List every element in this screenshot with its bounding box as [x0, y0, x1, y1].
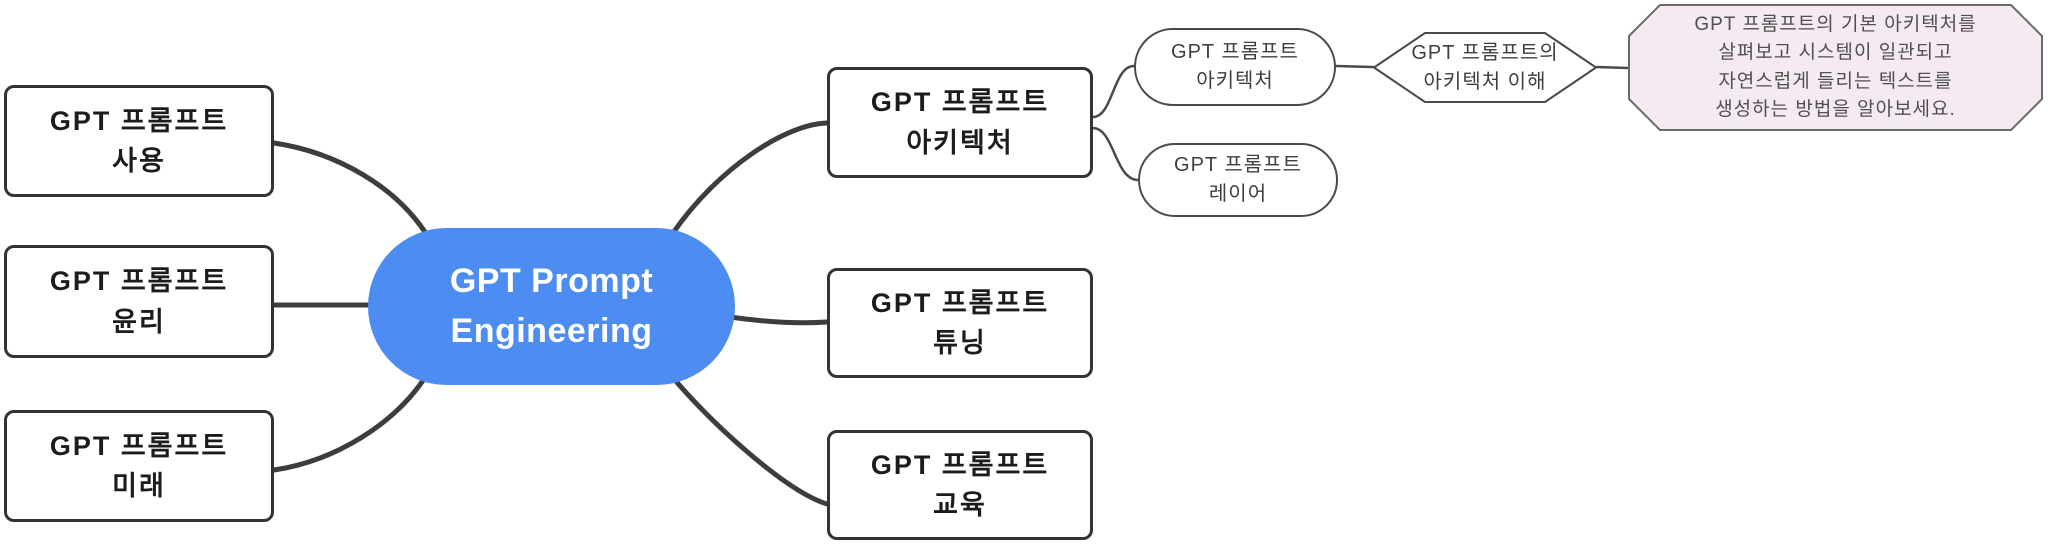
branch-hexagon-to-note	[1595, 65, 1630, 70]
node-gpt-prompt-future[interactable]: GPT 프롬프트 미래	[4, 410, 274, 522]
node-label: GPT 프롬프트 사용	[49, 105, 229, 177]
branch-center-to-education	[671, 376, 830, 507]
node-label: GPT 프롬프트 튜닝	[870, 287, 1050, 359]
node-architecture-understanding[interactable]: GPT 프롬프트의 아키텍처 이해	[1373, 32, 1597, 103]
branch-center-to-tuning	[727, 314, 830, 326]
node-gpt-prompt-tuning[interactable]: GPT 프롬프트 튜닝	[827, 268, 1093, 378]
node-sub-layers[interactable]: GPT 프롬프트 레이어	[1138, 143, 1338, 217]
node-gpt-prompt-education[interactable]: GPT 프롬프트 교육	[827, 430, 1093, 540]
octagon-shape	[1628, 4, 2043, 131]
node-label: GPT 프롬프트의 아키텍처 이해	[1411, 41, 1559, 93]
branch-center-to-usage	[271, 140, 433, 243]
node-label: GPT 프롬프트의 기본 아키텍처를 살펴보고 시스템이 일관되고 자연스럽게 …	[1694, 14, 1977, 120]
branch-architecture-to-layers	[1091, 126, 1140, 182]
hexagon-shape	[1373, 32, 1597, 103]
node-sub-architecture[interactable]: GPT 프롬프트 아키텍처	[1134, 28, 1336, 106]
branch-architecture-to-sub-architecture	[1091, 64, 1136, 119]
node-gpt-prompt-ethics[interactable]: GPT 프롬프트 윤리	[4, 245, 274, 358]
node-label: GPT 프롬프트 윤리	[49, 266, 229, 337]
node-gpt-prompt-usage[interactable]: GPT 프롬프트 사용	[4, 85, 274, 197]
root-label: GPT Prompt Engineering	[449, 262, 654, 350]
node-label: GPT 프롬프트 아키텍처	[1171, 41, 1299, 92]
node-label: GPT 프롬프트 미래	[49, 430, 229, 502]
node-label: GPT 프롬프트 교육	[870, 449, 1050, 521]
node-root-gpt-prompt-engineering[interactable]: GPT Prompt Engineering	[368, 228, 735, 385]
node-label: GPT 프롬프트 레이어	[1174, 154, 1302, 205]
branch-center-to-future	[271, 370, 431, 473]
node-gpt-prompt-architecture[interactable]: GPT 프롬프트 아키텍처	[827, 67, 1093, 178]
node-label: GPT 프롬프트 아키텍처	[870, 87, 1050, 158]
branch-sub-architecture-to-hexagon	[1334, 64, 1375, 69]
node-architecture-note[interactable]: GPT 프롬프트의 기본 아키텍처를 살펴보고 시스템이 일관되고 자연스럽게 …	[1628, 4, 2043, 131]
branch-center-to-architecture	[670, 120, 830, 236]
